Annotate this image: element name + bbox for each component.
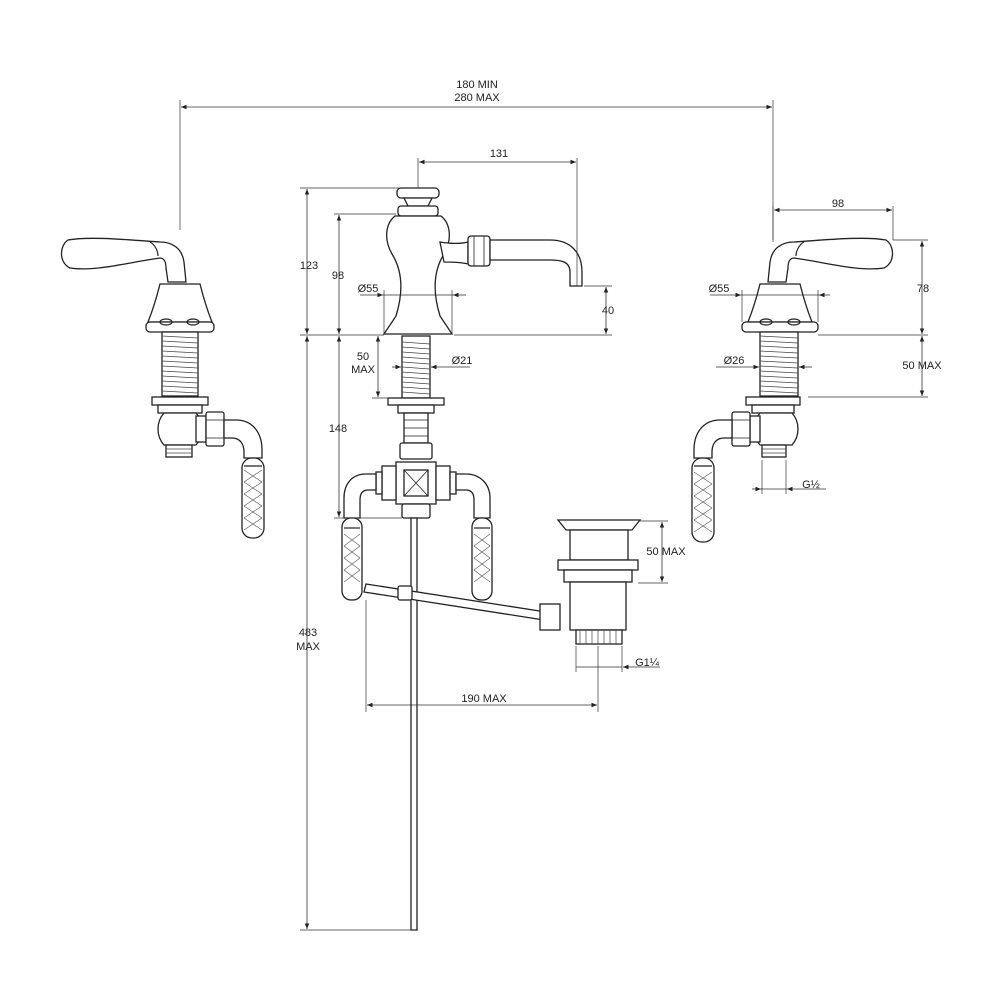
pop-up-lift-rod [363, 517, 547, 931]
right-valve-body [693, 396, 801, 459]
handle-reach-dimension: 98 [772, 198, 894, 242]
right-valve-shank-thread [759, 335, 799, 394]
center-shank [387, 335, 445, 460]
center-left-hose [341, 517, 363, 601]
valve-deck-thickness-label: 50 MAX [902, 360, 942, 372]
center-right-hose [471, 517, 493, 601]
body-height-dimension: 98 [332, 213, 396, 334]
valve-thread-dimension: G½ [752, 460, 826, 494]
spout-outlet-height-label: 40 [602, 305, 614, 317]
spout-reach-dimension: 131 [417, 148, 578, 286]
waste-deck-thickness-dimension: 50 MAX [638, 520, 686, 584]
right-valve-flexible-hose [691, 457, 715, 543]
shank-length-dimension: 148 [329, 336, 402, 519]
valve-thread-label: G½ [802, 479, 820, 491]
valve-shank-diameter-label: Ø26 [724, 355, 745, 367]
left-valve-shank-thread [161, 335, 199, 394]
overall-length-max-label: MAX [296, 641, 321, 653]
valve-shank-diameter-dimension: Ø26 [716, 355, 812, 370]
spread-min-label: 180 MIN [456, 79, 498, 91]
valve-height-dimension: 78 [818, 239, 929, 336]
waste-distance-label: 190 MAX [461, 693, 507, 705]
spread-dimension: 180 MIN 280 MAX [179, 79, 774, 240]
spout-outlet-height-dimension: 40 [454, 285, 614, 336]
shank-length-label: 148 [329, 423, 347, 435]
waste-thread-label: G1¼ [635, 657, 660, 669]
left-valve-flexible-hose [241, 457, 265, 539]
center-deck-thickness-max-label: MAX [351, 364, 376, 376]
center-spout [382, 187, 583, 335]
spread-max-label: 280 MAX [454, 92, 500, 104]
center-shank-diameter-label: Ø21 [452, 355, 473, 367]
valve-base-diameter-dimension: Ø55 [709, 283, 830, 322]
waste-thread-dimension: G1¼ [575, 646, 660, 672]
handle-reach-label: 98 [832, 198, 844, 210]
overall-length-dimension: 483 MAX [296, 336, 418, 931]
valve-base-diameter-label: Ø55 [709, 283, 730, 295]
body-height-label: 98 [332, 270, 344, 282]
right-valve-handle [741, 237, 894, 397]
total-height-label: 123 [300, 260, 318, 272]
spout-reach-label: 131 [490, 148, 508, 160]
overall-length-label: 483 [299, 627, 317, 639]
waste-distance-dimension: 190 MAX [365, 600, 599, 712]
valve-deck-thickness-dimension: 50 MAX [808, 336, 942, 398]
left-valve-body [151, 396, 263, 459]
center-base-diameter-label: Ø55 [358, 283, 379, 295]
center-manifold [343, 461, 491, 519]
center-base-diameter-dimension: Ø55 [358, 283, 466, 334]
waste-deck-thickness-label: 50 MAX [646, 546, 686, 558]
pop-up-waste [539, 519, 642, 645]
total-height-dimension: 123 [300, 187, 400, 336]
center-deck-thickness-label: 50 [357, 351, 369, 363]
valve-height-label: 78 [917, 283, 929, 295]
center-deck-thickness-dimension: 50 MAX [351, 336, 390, 399]
center-shank-diameter-dimension: Ø21 [392, 355, 473, 370]
